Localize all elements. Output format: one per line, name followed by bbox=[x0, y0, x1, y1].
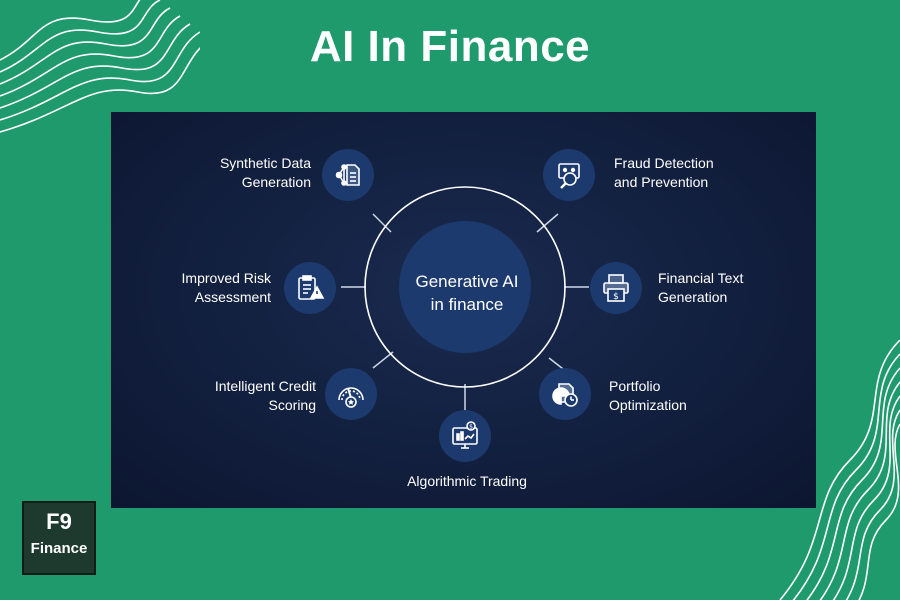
svg-text:$: $ bbox=[613, 292, 619, 302]
label-financial-text: Financial Text Generation bbox=[658, 270, 744, 305]
center-disc bbox=[399, 221, 531, 353]
center-line-1: Generative AI bbox=[415, 272, 519, 291]
node-portfolio bbox=[539, 368, 591, 420]
node-algorithmic-trading: $ bbox=[439, 410, 491, 462]
center-line-2: in finance bbox=[430, 295, 504, 314]
node-risk-assessment bbox=[284, 262, 336, 314]
f9-finance-logo: F9 Finance bbox=[22, 501, 96, 575]
logo-line-1: F9 bbox=[46, 509, 72, 534]
pie-chart-clock-icon bbox=[552, 383, 578, 407]
node-credit-scoring bbox=[325, 368, 377, 420]
connector-lines bbox=[341, 186, 589, 410]
trading-monitor-icon: $ bbox=[452, 421, 478, 449]
logo-line-2: Finance bbox=[24, 539, 94, 559]
gauge-star-icon bbox=[338, 387, 364, 408]
label-algorithmic-trading: Algorithmic Trading bbox=[407, 473, 527, 489]
node-synthetic-data bbox=[322, 149, 374, 201]
diagram-panel: Generative AI in finance Synthetic Data … bbox=[111, 112, 816, 508]
node-financial-text: $ bbox=[590, 262, 642, 314]
label-risk-assessment: Improved Risk Assessment bbox=[181, 270, 271, 305]
svg-text:$: $ bbox=[469, 424, 473, 431]
page-title: AI In Finance bbox=[309, 22, 591, 71]
magnifier-laptop-icon bbox=[558, 163, 580, 189]
network-document-icon bbox=[335, 164, 360, 186]
label-fraud-detection: Fraud Detection and Prevention bbox=[614, 155, 714, 190]
outer-ring bbox=[364, 186, 566, 388]
printer-dollar-icon: $ bbox=[603, 274, 629, 302]
label-portfolio: Portfolio Optimization bbox=[609, 378, 687, 413]
label-synthetic-data: Synthetic Data Generation bbox=[219, 155, 311, 190]
clipboard-warning-icon bbox=[298, 275, 325, 300]
node-fraud-detection bbox=[543, 149, 595, 201]
center-hub: Generative AI in finance bbox=[401, 236, 533, 350]
label-credit-scoring: Intelligent Credit Scoring bbox=[214, 378, 316, 413]
